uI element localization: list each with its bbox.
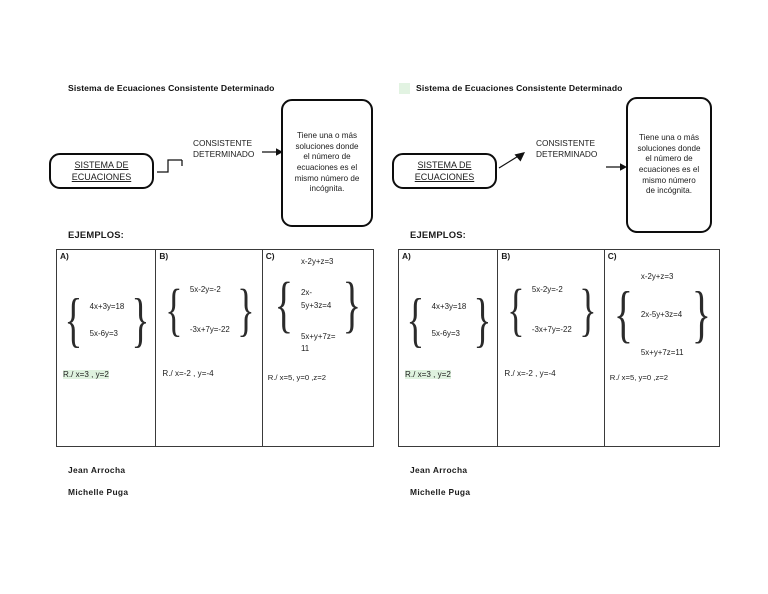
- left-brace-icon: {: [274, 271, 294, 340]
- equations-c-left: x-2y+z=3 2x- 5y+3z=4 5x+y+7z= 11: [299, 244, 337, 369]
- description-box-left: Tiene una o más soluciones donde el núme…: [281, 99, 373, 227]
- table-cell-b-left: B) { 5x-2y=-2 -3x+7y=-22 } R./ x=-2 , y=…: [156, 250, 263, 446]
- answer-b-left: R./ x=-2 , y=-4: [162, 369, 214, 378]
- source-box-line2: ECUACIONES: [414, 172, 475, 182]
- cell-label-c: C): [607, 251, 617, 261]
- source-box-left: SISTEMA DE ECUACIONES: [49, 153, 154, 189]
- arrow-from-source-right: [498, 152, 525, 169]
- equation-line: 5x-2y=-2: [531, 285, 563, 294]
- table-cell-c-left: C) { x-2y+z=3 2x- 5y+3z=4 5x+y+7z= 11 } …: [263, 250, 373, 446]
- equation-line: 5x-6y=3: [89, 328, 118, 338]
- right-brace-icon: }: [473, 287, 492, 353]
- edge-label-left: CONSISTENTE DETERMINADO: [193, 138, 254, 160]
- cell-label-a: A): [402, 251, 411, 261]
- equation-system-c-left: { x-2y+z=3 2x- 5y+3z=4 5x+y+7z= 11 }: [263, 256, 374, 356]
- examples-heading-left: EJEMPLOS:: [68, 229, 124, 240]
- cell-label-a: A): [60, 251, 69, 261]
- equation-line: -3x+7y=-22: [189, 325, 230, 334]
- table-cell-c-right: C) { x-2y+z=3 2x-5y+3z=4 5x+y+7z=11 } R.…: [605, 250, 719, 446]
- examples-table-right: A) { 4x+3y=18 5x-6y=3 } R./ x=3 , y=2 B)…: [398, 249, 720, 447]
- edge-label-line2: DETERMINADO: [193, 149, 255, 159]
- title-highlight-chip: [399, 83, 410, 94]
- left-brace-icon: {: [406, 287, 425, 353]
- arrow-to-description-left: [262, 148, 283, 156]
- equation-line: 2x-5y+3z=4: [640, 309, 683, 319]
- source-box-line1: SISTEMA DE: [74, 159, 129, 170]
- panel-title-left: Sistema de Ecuaciones Consistente Determ…: [68, 83, 275, 93]
- source-box-line2: ECUACIONES: [71, 172, 132, 182]
- edge-label-line1: CONSISTENTE: [536, 138, 596, 148]
- table-cell-b-right: B) { 5x-2y=-2 -3x+7y=-22 } R./ x=-2 , y=…: [498, 250, 605, 446]
- equation-line: x-2y+z=3: [640, 271, 674, 281]
- signature-2-left: Michelle Puga: [68, 487, 129, 497]
- equation-line: 5x+y+7z=11: [640, 347, 684, 357]
- right-brace-icon: }: [131, 287, 150, 353]
- equation-line: 5x-2y=-2: [189, 285, 221, 294]
- equation-line: 5x+y+7z= 11: [300, 331, 336, 354]
- equations-b-left: 5x-2y=-2 -3x+7y=-22: [188, 260, 232, 360]
- answer-a-left: R./ x=3 , y=2: [63, 370, 109, 379]
- edge-label-right: CONSISTENTE DETERMINADO: [536, 138, 597, 160]
- equations-a-left: 4x+3y=18 5x-6y=3: [88, 286, 127, 354]
- diagram-panel-right: Sistema de Ecuaciones Consistente Determ…: [384, 0, 768, 594]
- left-brace-icon: {: [507, 276, 525, 342]
- answer-c-right: R./ x=5, y=0 ,z=2: [609, 373, 669, 382]
- left-brace-icon: {: [165, 276, 183, 342]
- equations-c-right: x-2y+z=3 2x-5y+3z=4 5x+y+7z=11: [639, 248, 686, 381]
- equation-system-a-right: { 4x+3y=18 5x-6y=3 }: [399, 274, 499, 366]
- equations-b-right: 5x-2y=-2 -3x+7y=-22: [530, 260, 574, 360]
- diagram-panel-left: Sistema de Ecuaciones Consistente Determ…: [49, 83, 374, 497]
- description-box-text: Tiene una o más soluciones donde el núme…: [294, 131, 360, 194]
- source-box-line1: SISTEMA DE: [417, 159, 472, 170]
- equation-line: x-2y+z=3: [300, 257, 334, 267]
- elbow-connector-left: [157, 159, 183, 173]
- equation-line: -3x+7y=-22: [531, 325, 572, 334]
- table-cell-a-left: A) { 4x+3y=18 5x-6y=3 } R./ x=3 , y=2: [57, 250, 157, 446]
- equation-system-c-right: { x-2y+z=3 2x-5y+3z=4 5x+y+7z=11 }: [605, 260, 720, 368]
- examples-table-left: A) { 4x+3y=18 5x-6y=3 } R./ x=3 , y=2 B)…: [56, 249, 374, 447]
- examples-heading-right: EJEMPLOS:: [410, 229, 466, 240]
- answer-a-right: R./ x=3 , y=2: [405, 370, 451, 379]
- edge-label-line2: DETERMINADO: [536, 149, 598, 159]
- right-brace-icon: }: [691, 278, 711, 350]
- cell-label-b: B): [501, 251, 511, 261]
- right-brace-icon: }: [343, 271, 362, 340]
- cell-label-b: B): [159, 251, 169, 261]
- arrow-to-description-right: [606, 163, 627, 171]
- answer-b-right: R./ x=-2 , y=-4: [504, 369, 556, 378]
- equation-line: 4x+3y=18: [431, 301, 467, 311]
- equation-line: 2x- 5y+3z=4: [300, 288, 332, 310]
- description-box-text: Tiene una o más soluciones donde el núme…: [637, 133, 701, 196]
- signature-1-left: Jean Arrocha: [68, 465, 126, 475]
- equation-line: 5x-6y=3: [431, 328, 460, 338]
- equations-a-right: 4x+3y=18 5x-6y=3: [430, 286, 469, 354]
- signature-1-right: Jean Arrocha: [410, 465, 468, 475]
- answer-c-left: R./ x=5, y=0 ,z=2: [267, 373, 327, 382]
- cell-label-c: C): [265, 251, 275, 261]
- description-box-right: Tiene una o más soluciones donde el núme…: [626, 97, 712, 233]
- equation-system-b-left: { 5x-2y=-2 -3x+7y=-22 }: [156, 262, 263, 358]
- signature-2-right: Michelle Puga: [410, 487, 471, 497]
- right-brace-icon: }: [579, 276, 597, 342]
- left-brace-icon: {: [64, 287, 83, 353]
- right-brace-icon: }: [237, 276, 255, 342]
- equation-system-b-right: { 5x-2y=-2 -3x+7y=-22 }: [498, 262, 605, 358]
- equation-line: 4x+3y=18: [89, 301, 125, 311]
- source-box-right: SISTEMA DE ECUACIONES: [392, 153, 497, 189]
- equation-system-a-left: { 4x+3y=18 5x-6y=3 }: [57, 274, 157, 366]
- table-cell-a-right: A) { 4x+3y=18 5x-6y=3 } R./ x=3 , y=2: [399, 250, 499, 446]
- panel-title-right: Sistema de Ecuaciones Consistente Determ…: [416, 83, 623, 93]
- edge-label-line1: CONSISTENTE: [193, 138, 253, 148]
- left-brace-icon: {: [614, 278, 634, 350]
